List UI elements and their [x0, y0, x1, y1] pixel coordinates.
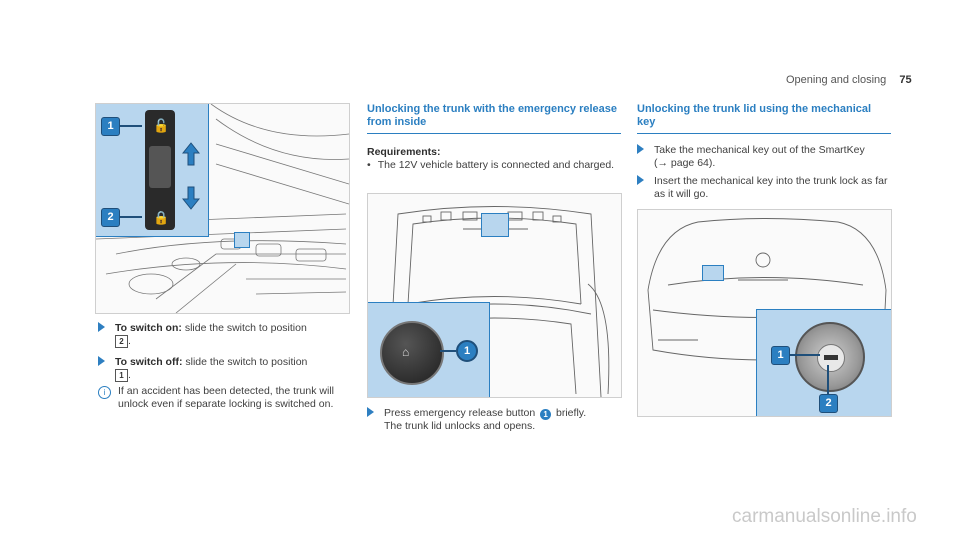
release-detail-panel: ⌂ 1: [368, 302, 490, 397]
requirement-text: The 12V vehicle battery is connected and…: [377, 159, 615, 171]
trunk-lock-cylinder: [795, 322, 865, 392]
step-text: slide the switch to position: [184, 322, 307, 334]
step-switch-off: To switch off: slide the switch to posit…: [98, 356, 348, 382]
step-arrow-icon: [637, 175, 644, 185]
section-heading: Unlocking the trunk lid using the mechan…: [637, 103, 872, 128]
position-ref: 1: [115, 369, 128, 382]
page-number: 75: [899, 74, 912, 86]
watermark: carmanualsonline.info: [732, 506, 917, 527]
arrow-up-icon: [182, 142, 200, 166]
bullet: •: [367, 159, 371, 171]
callout-1: 1: [456, 340, 478, 362]
interior-illustration: [96, 104, 349, 313]
position-ref: 2: [115, 335, 128, 348]
step-lead: To switch off:: [115, 356, 183, 368]
callout-2-line: [120, 216, 142, 218]
step-take-key: Take the mechanical key out of the Smart…: [637, 144, 891, 170]
step-switch-on: To switch on: slide the switch to positi…: [98, 322, 348, 348]
callout-2: 2: [101, 208, 120, 227]
step-arrow-icon: [98, 322, 105, 332]
switch-location-marker: [234, 232, 250, 248]
note-text: If an accident has been detected, the tr…: [118, 385, 334, 410]
section-heading: Unlocking the trunk with the emergency r…: [367, 103, 618, 128]
key-slot: [824, 355, 838, 360]
step-text-end: briefly.: [556, 407, 587, 419]
requirement-item: • The 12V vehicle battery is connected a…: [367, 159, 621, 172]
callout-2-line: [827, 365, 829, 395]
switch-slider: [149, 146, 171, 188]
callout-1: 1: [101, 117, 120, 136]
heading-rule: [637, 133, 891, 134]
lock-detail-panel: 1 2: [756, 309, 891, 416]
step-arrow-icon: [637, 144, 644, 154]
step-text: Take the mechanical key out of the Smart…: [654, 144, 865, 156]
lock-icon: 🔒: [153, 210, 170, 225]
running-header: Opening and closing 75: [786, 74, 912, 86]
trunk-lock-figure: 1 2: [637, 209, 892, 417]
note: i If an accident has been detected, the …: [98, 385, 348, 411]
step-lead: To switch on:: [115, 322, 182, 334]
emergency-release-section: Unlocking the trunk with the emergency r…: [367, 103, 621, 172]
left-instructions: To switch on: slide the switch to positi…: [98, 322, 348, 411]
trunk-interior-figure: ⌂ 1: [367, 193, 622, 398]
callout-1-line: [120, 125, 142, 127]
trunk-open-icon: ⌂: [402, 345, 410, 359]
step-text: slide the switch to position: [185, 356, 308, 368]
callout-2: 2: [819, 394, 838, 413]
requirements-label: Requirements:: [367, 146, 441, 158]
section-title: Opening and closing: [786, 74, 887, 86]
lock-switch: 🔓 🔒: [145, 110, 175, 230]
step-result: The trunk lid unlocks and opens.: [384, 420, 536, 432]
lock-core: [817, 344, 845, 372]
heading-rule: [367, 133, 621, 134]
unlock-icon: 🔓: [153, 118, 170, 133]
interior-switch-figure: 🔓 🔒 1 2: [95, 103, 350, 314]
step-end: .: [128, 335, 131, 347]
step-text: Insert the mechanical key into the trunk…: [654, 175, 888, 200]
callout-1-line: [790, 354, 820, 356]
arrow-down-icon: [182, 186, 200, 210]
callout-1: 1: [771, 346, 790, 365]
step-press-release: Press emergency release button 1 briefly…: [367, 407, 621, 433]
release-button-location: [481, 213, 509, 237]
lock-location-marker: [702, 265, 724, 281]
emergency-release-button: ⌂: [380, 321, 444, 385]
step-arrow-icon: [367, 407, 374, 417]
button-ref: 1: [540, 409, 552, 420]
middle-instructions: Press emergency release button 1 briefly…: [367, 407, 621, 433]
info-icon: i: [98, 386, 111, 399]
callout-line: [440, 350, 456, 352]
step-insert-key: Insert the mechanical key into the trunk…: [637, 175, 891, 201]
step-arrow-icon: [98, 356, 105, 366]
mechanical-key-section: Unlocking the trunk lid using the mechan…: [637, 103, 891, 201]
step-text: Press emergency release button: [384, 407, 536, 419]
page-reference: (→ page 64).: [654, 157, 716, 169]
step-end: .: [128, 369, 131, 381]
